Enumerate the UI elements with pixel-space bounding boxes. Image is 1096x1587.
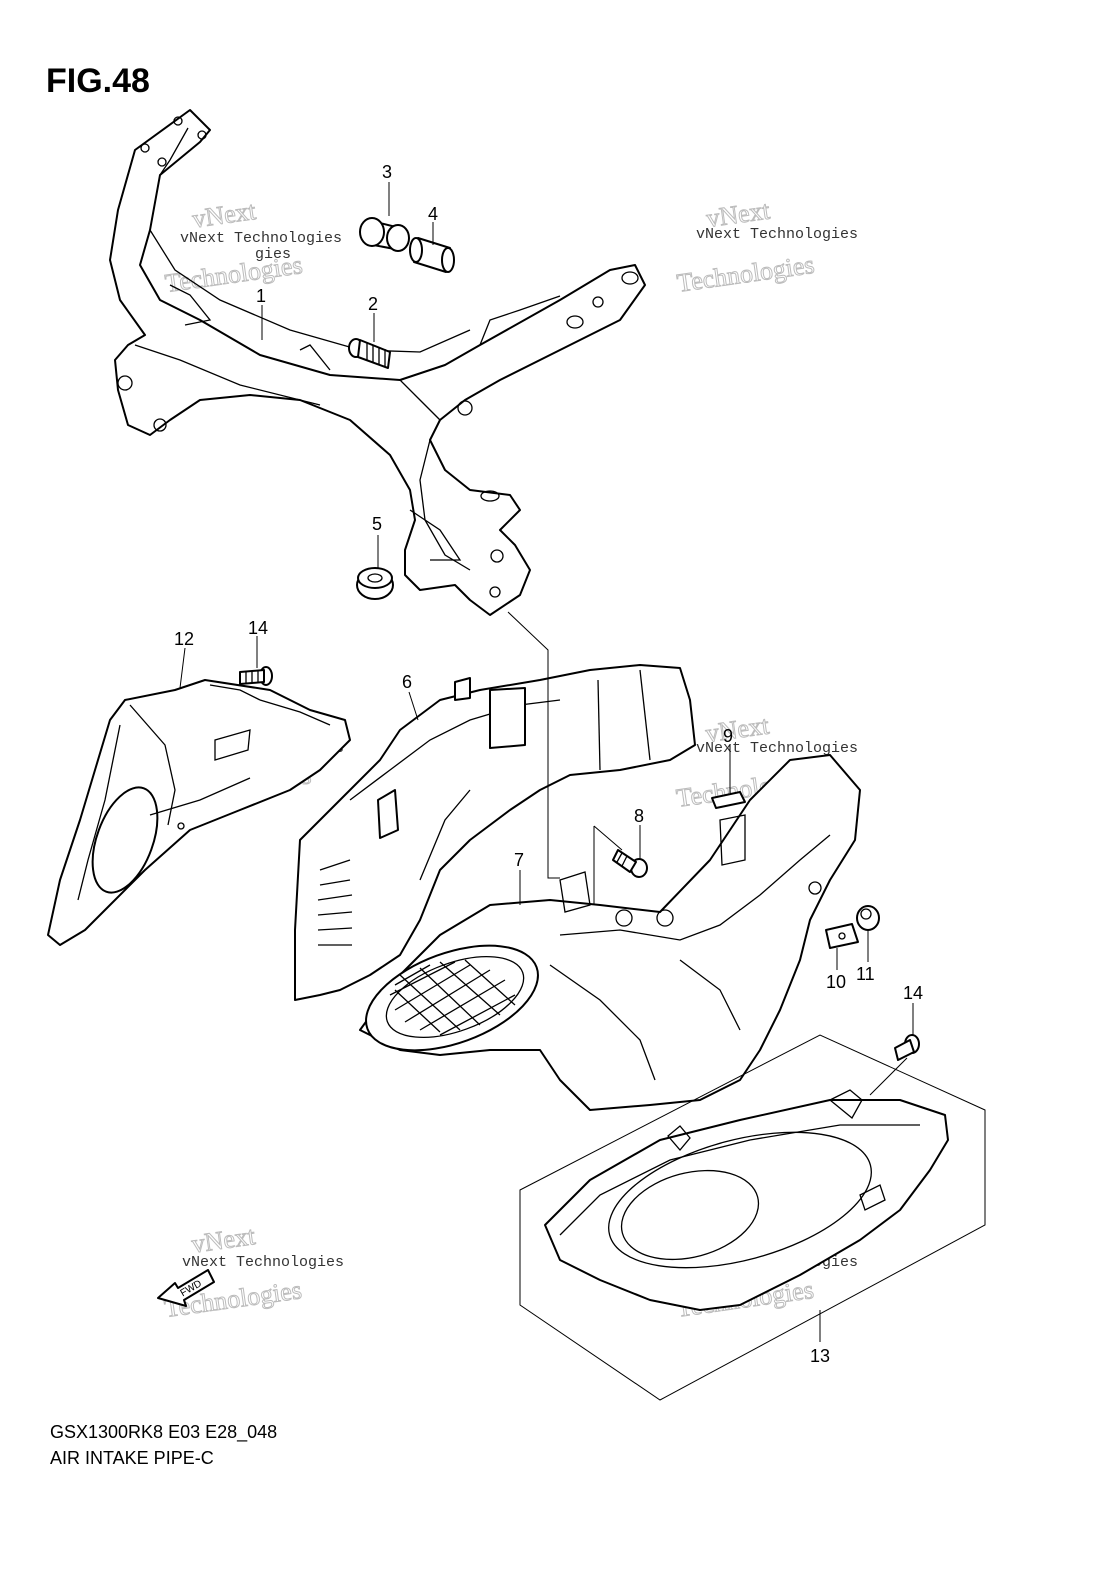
callout-1: 1 (256, 286, 266, 306)
callout-10: 10 (826, 972, 846, 992)
part-13-cover (519, 1034, 986, 1401)
watermark-top-right: vNext Technologies (675, 195, 817, 298)
callout-3: 3 (382, 162, 392, 182)
part-11-cushion (856, 905, 880, 931)
part-7-intake-duct (359, 754, 861, 1111)
part-14-screw-lower (894, 1034, 920, 1061)
leader-lines (179, 182, 914, 1342)
part-1-bracket (109, 109, 646, 616)
part-2-bolt (348, 338, 391, 369)
callouts: 3 4 1 2 5 12 14 6 9 8 7 10 11 14 13 (174, 162, 923, 1366)
assembly-box (519, 1034, 986, 1401)
watermark-text: vNext Technologies (696, 226, 858, 243)
figure-title: FIG.48 (46, 62, 150, 100)
part-9-clip (711, 791, 746, 809)
part-4-collar (409, 237, 455, 273)
callout-7: 7 (514, 850, 524, 870)
footer-model-code: GSX1300RK8 E03 E28_048 (50, 1422, 278, 1442)
mesh-screen (385, 956, 525, 1038)
callout-8: 8 (634, 806, 644, 826)
part-5-cushion (356, 567, 394, 600)
part-10-clip-nut (825, 923, 859, 949)
watermark-text: vNext (191, 196, 259, 234)
watermark-text: vNext Technologies (182, 1254, 344, 1271)
watermark-text: vNext Technologies (696, 740, 858, 757)
callout-13: 13 (810, 1346, 830, 1366)
part-8-screw (612, 849, 648, 878)
callout-9: 9 (723, 726, 733, 746)
part-12-side-panel (47, 679, 351, 946)
callout-12: 12 (174, 629, 194, 649)
watermark-text: vNext Technologies (180, 230, 342, 247)
callout-2: 2 (368, 294, 378, 314)
callout-4: 4 (428, 204, 438, 224)
callout-14-upper: 14 (248, 618, 268, 638)
callout-5: 5 (372, 514, 382, 534)
watermark-text: Technologies (675, 250, 816, 298)
callout-11: 11 (856, 964, 875, 984)
part-14-screw-upper (239, 666, 273, 686)
part-3-grommet (359, 217, 410, 252)
footer-part-name: AIR INTAKE PIPE-C (50, 1448, 214, 1468)
watermark-text: gies (255, 246, 291, 263)
callout-14-lower: 14 (903, 983, 923, 1003)
part-6-intake-duct (294, 664, 696, 1001)
callout-6: 6 (402, 672, 412, 692)
